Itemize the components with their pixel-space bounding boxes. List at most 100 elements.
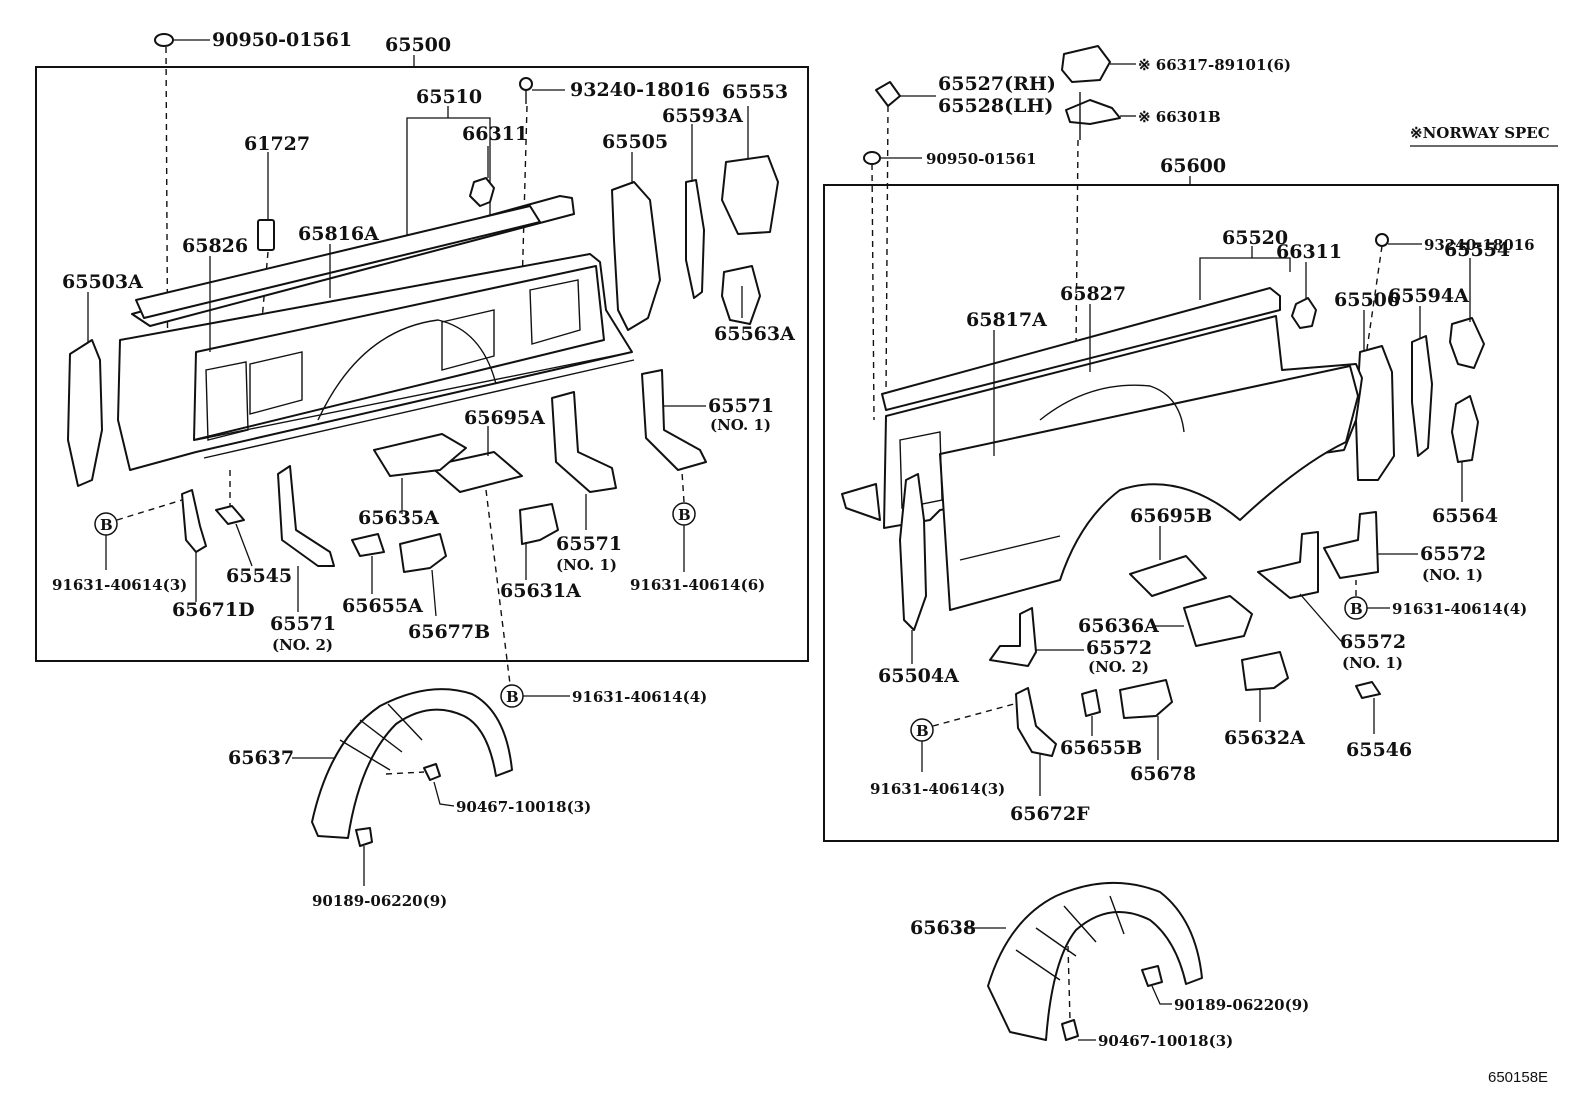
label-65636A: 65636A — [1078, 615, 1159, 637]
callout-b-right-bottom-letter: B — [916, 722, 929, 740]
callout-b-right-group-letter: B — [1350, 600, 1363, 618]
pillar-65505 — [611, 181, 661, 331]
label-65638: 65638 — [910, 917, 976, 939]
plate-65545 — [215, 505, 245, 525]
label-clip-90950-right: 90950-01561 — [926, 150, 1037, 168]
label-65572-middle: 65572 — [1086, 637, 1152, 659]
right-assembly-number: 65600 — [1160, 155, 1226, 177]
label-65506: 65506 — [1334, 289, 1400, 311]
clip-90467-right — [1061, 1019, 1079, 1041]
plate-65631A — [519, 503, 559, 545]
label-65503A: 65503A — [62, 271, 143, 293]
label-65571-left-sub: (NO. 2) — [272, 636, 333, 654]
label-65571-right: 65571 — [708, 395, 774, 417]
label-61727: 61727 — [244, 133, 310, 155]
label-65546: 65546 — [1346, 739, 1412, 761]
label-screw-93240: 93240-18016 — [570, 79, 710, 101]
label-65637: 65637 — [228, 747, 294, 769]
label-bolt-91631-4-fender: 91631-40614(4) — [572, 688, 707, 706]
label-65655A: 65655A — [342, 595, 423, 617]
label-66311-left: 66311 — [462, 123, 528, 145]
right-assembly-frame — [823, 184, 1559, 842]
wheel-liner-65638 — [987, 881, 1203, 1041]
label-65504A: 65504A — [878, 665, 959, 687]
label-65527: 65527(RH) — [938, 73, 1056, 95]
label-clip-90950: 90950-01561 — [212, 29, 352, 51]
clip-90467-left — [423, 763, 441, 781]
left-assembly-number: 65500 — [385, 34, 451, 56]
brace-65571-middle — [551, 391, 617, 493]
note-norway-spec: ※NORWAY SPEC — [1410, 124, 1550, 142]
left-bed-side-panel — [117, 195, 635, 471]
label-65564: 65564 — [1432, 505, 1498, 527]
corner-65564 — [1451, 395, 1479, 463]
brace-65695A — [429, 451, 523, 493]
callout-b-fender-letter: B — [506, 688, 519, 706]
callout-b-right-letter: B — [678, 506, 691, 524]
figure-code: 650158E — [1488, 1069, 1548, 1086]
brace-65572-middle — [989, 607, 1037, 667]
label-90189-left: 90189-06220(9) — [312, 892, 447, 910]
label-screw-93240-right: 93240-18016 — [1424, 236, 1535, 254]
label-65678: 65678 — [1130, 763, 1196, 785]
label-bolt-91631-6: 91631-40614(6) — [630, 576, 765, 594]
label-90467-right: 90467-10018(3) — [1098, 1032, 1233, 1050]
label-65571-right-sub: (NO. 1) — [710, 416, 771, 434]
right-bed-side-panel — [841, 287, 1363, 611]
bracket-65672F — [1015, 687, 1057, 757]
plate-65632A — [1241, 651, 1289, 691]
clip-90950-right — [863, 151, 881, 165]
label-65528: 65528(LH) — [938, 95, 1053, 117]
end-panel-65504A — [899, 473, 927, 631]
label-65594A: 65594A — [1388, 285, 1469, 307]
label-65572-bottom-sub: (NO. 1) — [1342, 654, 1403, 672]
brace-65636A — [1183, 595, 1253, 647]
brace-65572-bottom — [1257, 531, 1319, 599]
label-65816A: 65816A — [298, 223, 379, 245]
label-65571-middle-sub: (NO. 1) — [556, 556, 617, 574]
label-65671D: 65671D — [172, 599, 255, 621]
label-66317: ※ 66317-89101(6) — [1138, 56, 1291, 74]
label-90467-left: 90467-10018(3) — [456, 798, 591, 816]
label-65631A: 65631A — [500, 580, 581, 602]
brace-65635A — [373, 433, 467, 477]
clip-66311-left — [469, 177, 495, 207]
hook-66301B — [1065, 99, 1121, 125]
label-65545: 65545 — [226, 565, 292, 587]
label-65510: 65510 — [416, 86, 482, 108]
brace-65571-left — [277, 465, 335, 567]
stake-65593A — [685, 179, 705, 299]
label-65672F: 65672F — [1010, 803, 1090, 825]
label-65553: 65553 — [722, 81, 788, 103]
cap-65554 — [1449, 317, 1485, 369]
plate-65546 — [1355, 681, 1381, 699]
stake-65594A — [1411, 335, 1433, 457]
clip-90189-right — [1141, 965, 1163, 987]
plate-65655A — [351, 533, 385, 557]
label-66301B: ※ 66301B — [1138, 108, 1221, 126]
label-65817A: 65817A — [966, 309, 1047, 331]
cap-65563A — [721, 265, 761, 325]
clip-66311-right — [1291, 297, 1317, 329]
label-bolt-91631-3-right: 91631-40614(3) — [870, 780, 1005, 798]
label-66311-right: 66311 — [1276, 241, 1342, 263]
label-65635A: 65635A — [358, 507, 439, 529]
label-65572-middle-sub: (NO. 2) — [1088, 658, 1149, 676]
pillar-65506 — [1355, 345, 1395, 481]
label-65563A: 65563A — [714, 323, 795, 345]
brace-65695B — [1129, 555, 1207, 597]
screw-93240-left — [519, 77, 565, 291]
label-65554: 65554 — [1444, 239, 1510, 261]
cap-65527-65528 — [875, 81, 901, 107]
brace-65572-right — [1323, 511, 1379, 579]
label-65695A: 65695A — [464, 407, 545, 429]
label-65505: 65505 — [602, 131, 668, 153]
label-65571-left: 65571 — [270, 613, 336, 635]
bracket-65671D — [181, 489, 207, 553]
label-65632A: 65632A — [1224, 727, 1305, 749]
label-65655B: 65655B — [1060, 737, 1142, 759]
cover-66317 — [1061, 45, 1111, 83]
label-65520: 65520 — [1222, 227, 1288, 249]
